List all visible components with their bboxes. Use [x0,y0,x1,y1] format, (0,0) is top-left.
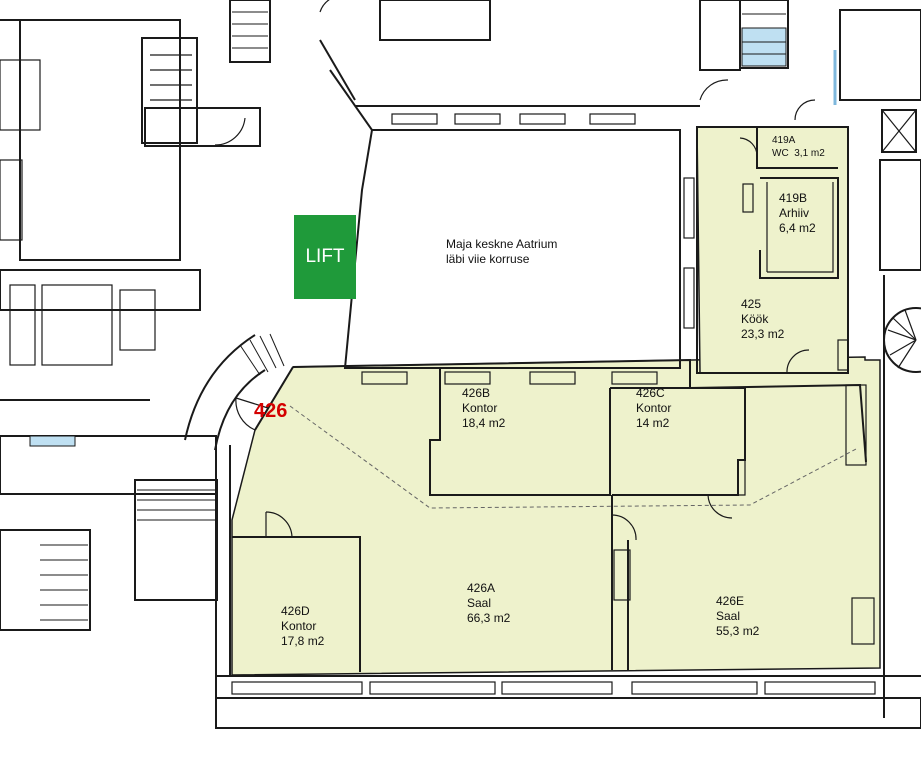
lift-block [294,215,356,299]
dashed-line [289,405,859,509]
atrium [343,129,681,369]
room-426-area [231,356,881,676]
building-walls [215,109,921,729]
room-426b-label: 426B Kontor 18,4 m2 [462,386,506,430]
atrium-line1: Maja keskne Aatrium [446,237,558,251]
room-425-label: 425 Köök 23,3 m2 [741,297,785,341]
atrium-line2: läbi viie korruse [446,252,530,266]
room-426d-label: 426D Kontor 17,8 m2 [281,604,325,648]
room-426a-label: 426A Saal 66,3 m2 [467,581,511,625]
room-419b-label: 419B Arhiiv 6,4 m2 [779,191,816,235]
lift-label: LIFT [305,246,345,267]
room-426-walls [232,358,875,672]
context-walls [0,0,921,631]
room-419a-label: 419A WC 3,1 m2 [772,135,825,159]
atrium-label: Maja keskne Aatrium läbi viie korruse [446,237,557,267]
room-426e-label: 426E Saal 55,3 m2 [716,594,760,638]
room-419-425-walls [696,79,849,374]
room-426c-label: 426C Kontor 14 m2 [636,386,672,430]
unit-number: 426 [254,400,288,422]
